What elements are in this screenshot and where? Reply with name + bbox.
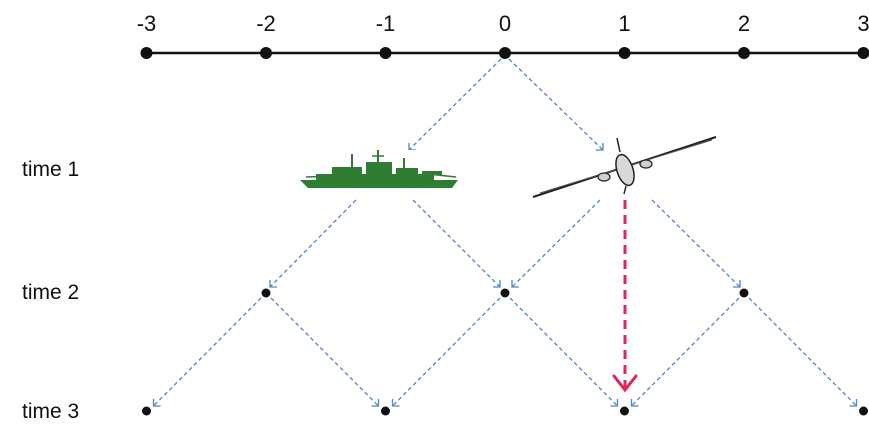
measurement-arrow xyxy=(612,200,638,393)
time-1-label: time 1 xyxy=(22,158,79,181)
time-2-dot xyxy=(500,288,510,298)
number-line-ticks: -3 -2 -1 0 1 2 3 xyxy=(137,11,869,59)
arrow-to-battleship xyxy=(408,58,502,151)
arrow-t2-left xyxy=(391,297,501,407)
arrow-t2-left xyxy=(630,297,740,407)
arrow-t2-left xyxy=(152,297,262,407)
tick-label--2: -2 xyxy=(256,11,276,36)
tick-dot-1 xyxy=(618,47,631,59)
arrow-to-airplane xyxy=(508,58,604,151)
tick-label--1: -1 xyxy=(376,11,396,36)
tick-dot--3 xyxy=(140,47,153,59)
arrow-ship-to-0 xyxy=(412,199,501,288)
time-3-dot xyxy=(142,406,151,416)
tick-label-3: 3 xyxy=(857,11,869,36)
time-3-dot xyxy=(381,406,390,416)
number-line: -3 -2 -1 0 1 2 3 xyxy=(137,11,869,59)
arrow-plane-to-0 xyxy=(511,199,601,288)
arrow-t2-right xyxy=(270,297,380,407)
position-dots xyxy=(142,288,868,416)
time-2-dot xyxy=(739,288,749,298)
time-3-dot xyxy=(859,406,868,416)
arrow-plane-to-2 xyxy=(651,199,741,288)
battleship-icon xyxy=(298,150,461,195)
tick-label-2: 2 xyxy=(738,11,750,36)
arrow-t2-right xyxy=(509,297,619,407)
time-2-dot xyxy=(261,288,271,298)
arrow-t2-right xyxy=(748,297,858,407)
tick-label-0: 0 xyxy=(499,11,511,36)
time-labels: time 1 time 2 time 3 xyxy=(22,158,79,423)
tick-dot--2 xyxy=(260,47,272,59)
tick-label--3: -3 xyxy=(137,11,157,36)
tick-dot--1 xyxy=(379,47,392,59)
arrow-ship-to-minus2 xyxy=(269,199,357,288)
time-2-label: time 2 xyxy=(22,281,79,304)
airplane-icon xyxy=(532,136,717,198)
time-3-dot xyxy=(620,406,629,416)
tick-dot-2 xyxy=(738,47,750,59)
time-3-label: time 3 xyxy=(22,400,79,423)
tick-dot-0 xyxy=(499,47,511,59)
tick-label-1: 1 xyxy=(618,11,630,36)
transition-arrows xyxy=(152,58,858,407)
tick-dot-3 xyxy=(857,47,869,59)
